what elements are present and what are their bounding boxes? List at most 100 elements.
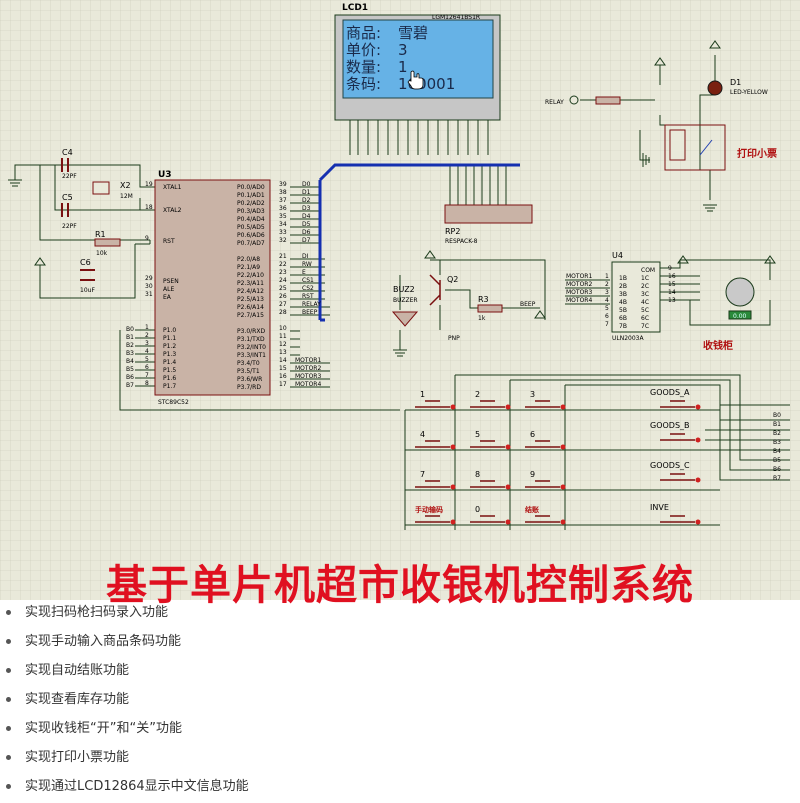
u4-pin-number: 3 [605,289,609,296]
mcu-pin-name: P2.4/A12 [237,288,264,295]
mcu-pin-number: 4 [145,348,149,355]
mcu-pin-name: P0.6/AD6 [237,232,265,239]
keypad-key-5[interactable]: 5 [470,430,511,450]
mcu-pin-name: ALE [163,286,174,293]
key-pin-icon [450,484,456,490]
hand-cursor-icon [407,70,424,90]
lcd-line-3-label: 数量: [346,58,381,76]
key-switch-icon [415,480,450,488]
bus-net-label: B3 [773,439,781,446]
key-label: 2 [475,390,480,399]
bus-net-label: B4 [773,448,781,455]
bus-net-label: B2 [773,430,781,437]
keypad-key-12[interactable]: 结账 [524,505,566,525]
u4-pin-number: 5 [605,305,609,312]
lcd-line-1-value: 雪碧 [398,24,428,42]
key-pin-icon [450,404,456,410]
func-key-4[interactable]: INVE [650,503,701,525]
mcu-ref: U3 [158,170,172,180]
feature-text: 实现通过LCD12864显示中文信息功能 [25,779,249,794]
bullet-icon [6,610,11,615]
mcu-pin-net: B1 [126,334,134,341]
keypad-key-10[interactable]: 手动输码 [415,505,456,525]
printer-label: 打印小票 [737,147,777,160]
u4-pin-number: 13 [668,297,676,304]
keypad-key-11[interactable]: 0 [470,505,511,525]
keypad-key-2[interactable]: 2 [470,390,511,410]
key-pin-icon [505,484,511,490]
mcu-pin-name: PSEN [163,278,179,285]
mcu-pin-number: 35 [279,213,287,220]
mcu-pin-name: P3.2/INT0 [237,344,266,351]
mcu-pin-net: B2 [126,342,134,349]
mcu-pin-number: 11 [279,333,287,340]
keypad-key-8[interactable]: 8 [470,470,511,490]
mcu-pin-number: 39 [279,181,287,188]
mcu-pin-net: D5 [302,221,311,228]
func-key-3[interactable]: GOODS_C [650,461,701,483]
key-switch-icon [470,480,505,488]
key-pin-icon [560,404,566,410]
mcu-pin-net: B7 [126,382,134,389]
u4-input-net: MOTOR1 [566,273,592,280]
key-switch-icon [470,515,505,523]
keypad-key-4[interactable]: 4 [415,430,456,450]
key-pin-icon [560,519,566,525]
u4-pin-name: 2C [641,283,649,290]
keypad-key-7[interactable]: 7 [415,470,456,490]
data-bus [318,163,520,322]
bullet-icon [6,784,11,789]
mcu-pin-number: 2 [145,332,149,339]
mcu-pin-net: BEEP [302,309,318,316]
key-label: 1 [420,390,425,399]
key-pin-icon [560,484,566,490]
u4-pin-name: 5B [619,307,627,314]
u4-pin-number: 15 [668,281,676,288]
keypad-key-6[interactable]: 6 [525,430,566,450]
mcu-pin-name: P0.0/AD0 [237,184,265,191]
mcu-pin-number: 14 [279,357,287,364]
c6-value: 10uF [80,287,95,294]
mcu-pin-net: B0 [126,326,134,333]
func-key-label: GOODS_A [650,388,690,397]
drawer-label: 收钱柜 [703,339,733,352]
rp2-value: RESPACK-8 [445,238,478,245]
key-label: 4 [420,430,425,439]
keypad-key-1[interactable]: 1 [415,390,456,410]
mcu-pin-number: 12 [279,341,287,348]
q2-ref: Q2 [447,275,458,284]
d1-ref: D1 [730,78,741,87]
mcu-pin-net: E [302,269,306,276]
mcu-pin-number: 36 [279,205,287,212]
feature-list: 实现扫码枪扫码录入功能 实现手动输入商品条码功能 实现自动结账功能 实现查看库存… [0,600,800,803]
key-switch-icon [415,400,450,408]
key-switch-icon [525,440,560,448]
relay-net-label: RELAY [545,99,564,106]
mcu-pin-number: 15 [279,365,287,372]
mcu-pin-number: 8 [145,380,149,387]
u4-pin-name: 3C [641,291,649,298]
mcu-pin-name: P3.1/TXD [237,336,265,343]
r1-ref: R1 [95,230,106,239]
mcu-pin-name: P1.7 [163,383,176,390]
feature-text: 实现扫码枪扫码录入功能 [25,605,169,620]
func-key-2[interactable]: GOODS_B [650,421,701,443]
u4-pin-name: 5C [641,307,649,314]
mcu-pin-name: RST [163,238,175,245]
keypad-key-3[interactable]: 3 [525,390,566,410]
r3-net: BEEP [520,301,536,308]
mcu-pin-net: B5 [126,366,134,373]
mcu-pin-name: P0.3/AD3 [237,208,265,215]
mcu-pin-net: B3 [126,350,134,357]
mcu-pin-net: B4 [126,358,134,365]
rp2-ref: RP2 [445,227,460,236]
mcu-pin-name: P1.3 [163,351,176,358]
mcu-pin-net: D3 [302,205,311,212]
keypad-key-9[interactable]: 9 [525,470,566,490]
feature-text: 实现查看库存功能 [25,692,130,707]
mcu-pin-name: P0.5/AD5 [237,224,265,231]
key-pin-icon [450,444,456,450]
func-key-1[interactable]: GOODS_A [650,388,701,410]
